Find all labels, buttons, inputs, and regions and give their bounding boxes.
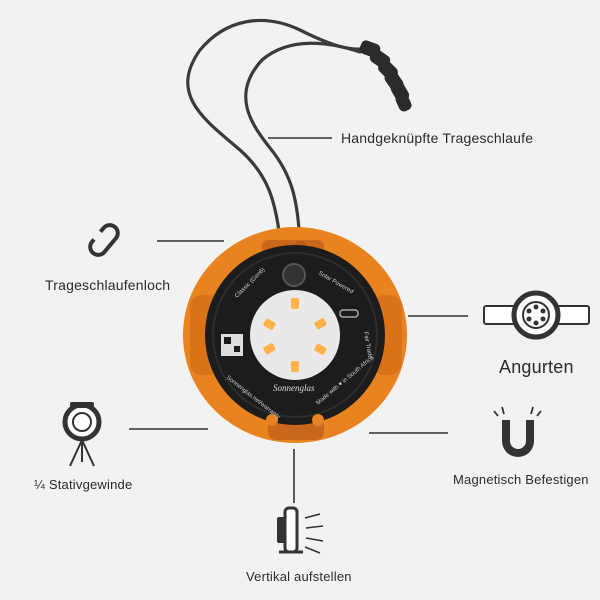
feature-label-tripod: ¼ Stativgewinde <box>34 477 133 492</box>
vertical-stand-icon <box>277 506 324 554</box>
feature-label-lanyard-hole: Trageschlaufenloch <box>45 277 171 293</box>
sonnenglas-lantern <box>183 227 407 443</box>
feature-label-vertical: Vertikal aufstellen <box>246 569 352 584</box>
ring-text-right: Fair Trade <box>362 331 373 360</box>
carabiner-icon <box>88 223 120 257</box>
braided-knot <box>359 40 412 112</box>
brand-logo-text: Sonnenglas <box>273 383 315 393</box>
feature-label-magnetic: Magnetisch Befestigen <box>453 472 589 487</box>
tripod-icon <box>62 402 102 467</box>
lanyard-cord <box>186 18 372 249</box>
feature-label-lanyard: Handgeknüpfte Trageschlaufe <box>341 130 534 146</box>
magnet-icon <box>493 406 542 457</box>
feature-label-strap: Angurten <box>499 357 574 377</box>
strap-icon <box>483 290 590 340</box>
